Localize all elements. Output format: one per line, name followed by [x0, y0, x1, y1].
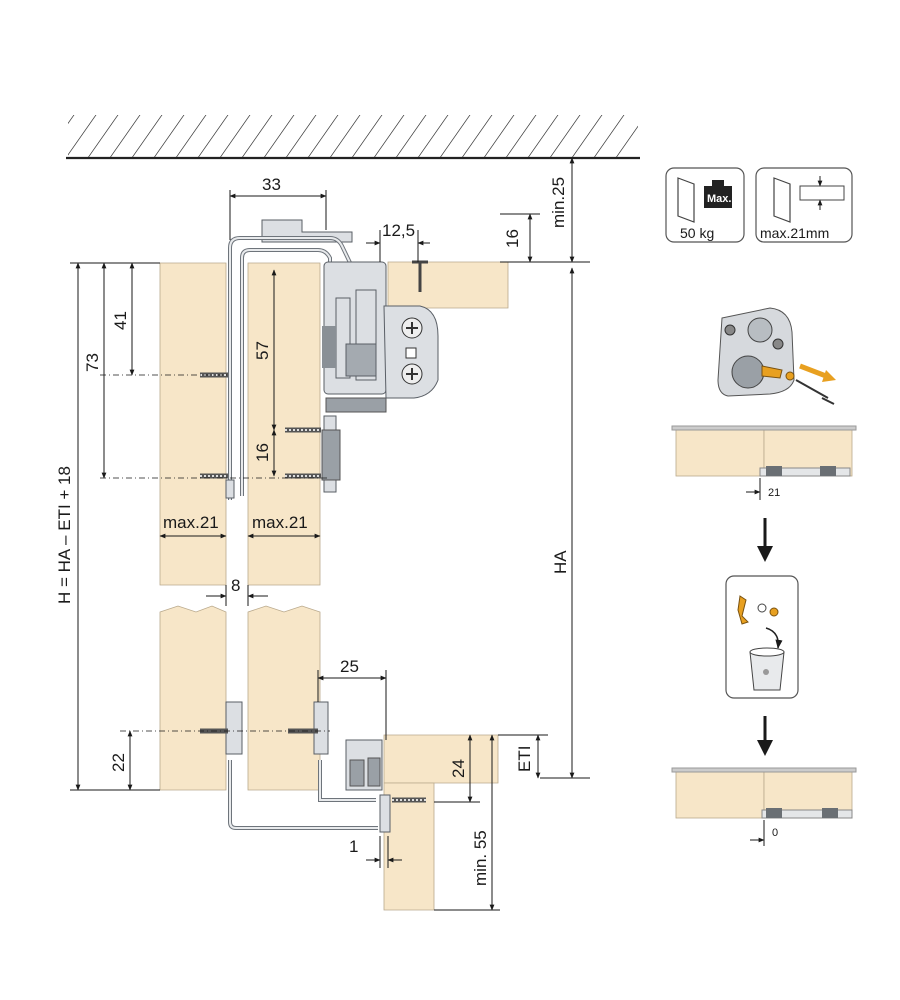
dim-ha: HA [551, 550, 570, 574]
dim-22: 22 [109, 753, 128, 772]
dim-max21-right: max.21 [252, 513, 308, 532]
dim-formula: H = HA – ETI + 18 [55, 466, 74, 604]
dim-57: 57 [253, 341, 272, 360]
load-spec-box: Max. 50 kg [665, 167, 745, 243]
dim-min25: min.25 [549, 177, 568, 228]
dim-16-mid: 16 [253, 443, 272, 462]
dim-12-5: 12,5 [382, 221, 415, 240]
dim-8: 8 [231, 576, 240, 595]
thickness-value: max.21mm [760, 225, 829, 241]
offset-after: 0 [772, 827, 778, 839]
discard-step [725, 575, 799, 699]
dim-max21-left: max.21 [163, 513, 219, 532]
dimension-lines [70, 157, 590, 911]
dim-41: 41 [111, 311, 130, 330]
dim-16-top: 16 [503, 229, 522, 248]
dim-1: 1 [349, 837, 358, 856]
top-hardware [225, 219, 439, 500]
dim-33: 33 [262, 175, 281, 194]
bottom-hardware [200, 701, 426, 833]
dim-eti: ETI [515, 746, 534, 772]
step-arrows [757, 518, 773, 756]
load-value: 50 kg [680, 225, 714, 241]
dim-73: 73 [83, 353, 102, 372]
load-max-label: Max. [707, 193, 731, 205]
dimension-labels: 33 12,5 16 min.25 41 73 57 16 max.21 max… [55, 175, 570, 886]
thickness-spec-box: max.21mm [755, 167, 853, 243]
offset-before: 21 [768, 487, 780, 499]
adjuster-illustration [717, 307, 836, 405]
step-before: 21 [671, 425, 857, 500]
step-after: 0 [671, 767, 857, 846]
ceiling [66, 115, 640, 160]
wood-panels [159, 261, 509, 911]
dim-24: 24 [449, 759, 468, 778]
dim-25: 25 [340, 657, 359, 676]
dim-min55: min. 55 [471, 830, 490, 886]
